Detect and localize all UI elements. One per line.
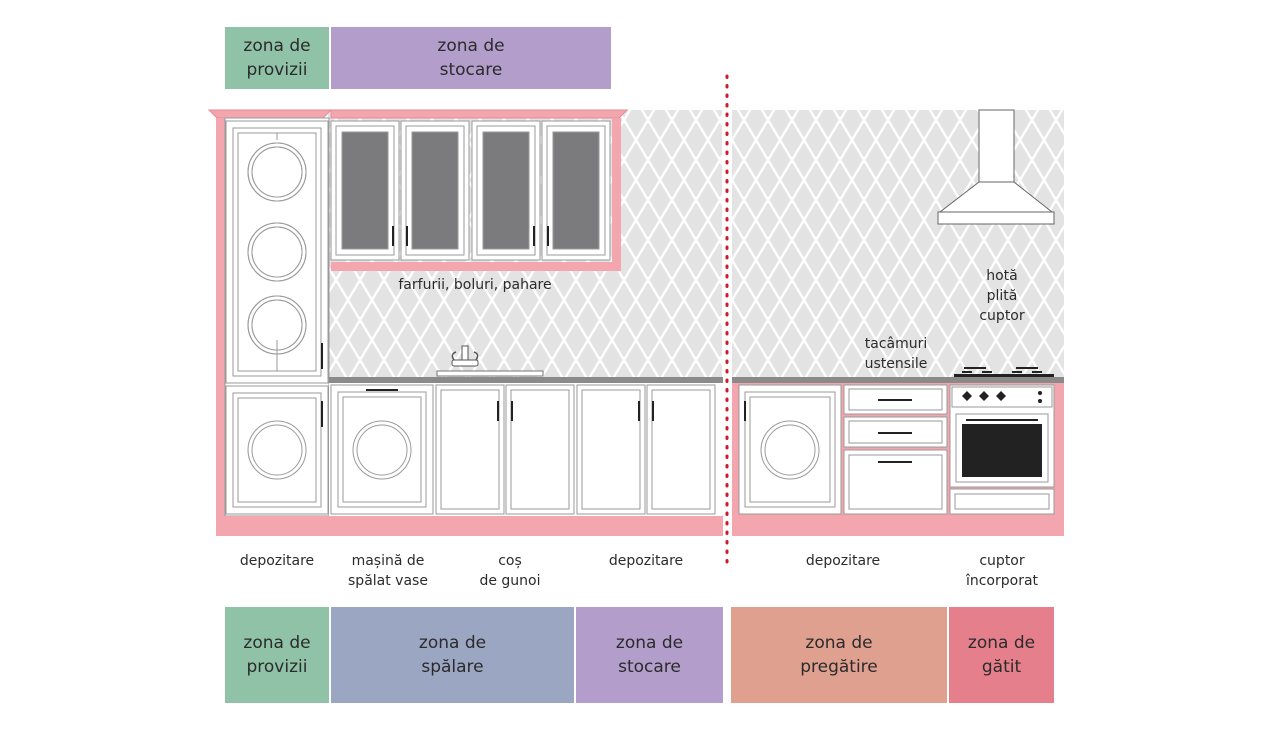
top-zone-provizii: zona de provizii	[225, 27, 329, 89]
label-depozitare-1: depozitare	[239, 553, 315, 569]
upper-door-4	[541, 120, 611, 261]
label-cooking: hotă plită cuptor	[979, 268, 1025, 324]
dishwasher	[330, 384, 434, 515]
label-trash: coș de gunoi	[479, 553, 541, 589]
oven	[949, 384, 1055, 515]
label-dishwasher: mașină de spălat vase	[348, 553, 428, 589]
faucet-icon	[436, 345, 544, 377]
trash-cabinet	[435, 384, 575, 515]
upper-cabinets	[330, 109, 629, 271]
countertop-left	[329, 377, 723, 383]
top-zone-stocare: zona de stocare	[331, 27, 611, 89]
drawer-stack	[843, 384, 948, 515]
label-drawers: tacâmuri ustensile	[864, 336, 928, 372]
storage-cabinet-left	[576, 384, 716, 515]
upper-door-1	[330, 120, 400, 261]
upper-door-2	[400, 120, 470, 261]
label-upper-cabinets: farfurii, boluri, pahare	[398, 277, 552, 293]
bottom-zone-spalare: zona de spălare	[331, 607, 574, 703]
label-depozitare-2: depozitare	[608, 553, 684, 569]
cooktop-icon	[954, 367, 1054, 377]
range-hood-icon	[937, 109, 1055, 225]
storage-cabinet-right	[738, 384, 842, 515]
bottom-zone-gatit: zona de gătit	[949, 607, 1054, 703]
upper-door-3	[471, 120, 541, 261]
bottom-zone-stocare: zona de stocare	[576, 607, 723, 703]
bottom-zone-provizii: zona de provizii	[225, 607, 329, 703]
tall-pantry-cabinet	[207, 109, 333, 517]
countertop-right	[732, 377, 1064, 383]
label-depozitare-3: depozitare	[805, 553, 881, 569]
base-pink-frame-left	[216, 516, 723, 536]
bottom-zone-pregatire: zona de pregătire	[731, 607, 947, 703]
label-oven: cuptor încorporat	[965, 553, 1039, 589]
